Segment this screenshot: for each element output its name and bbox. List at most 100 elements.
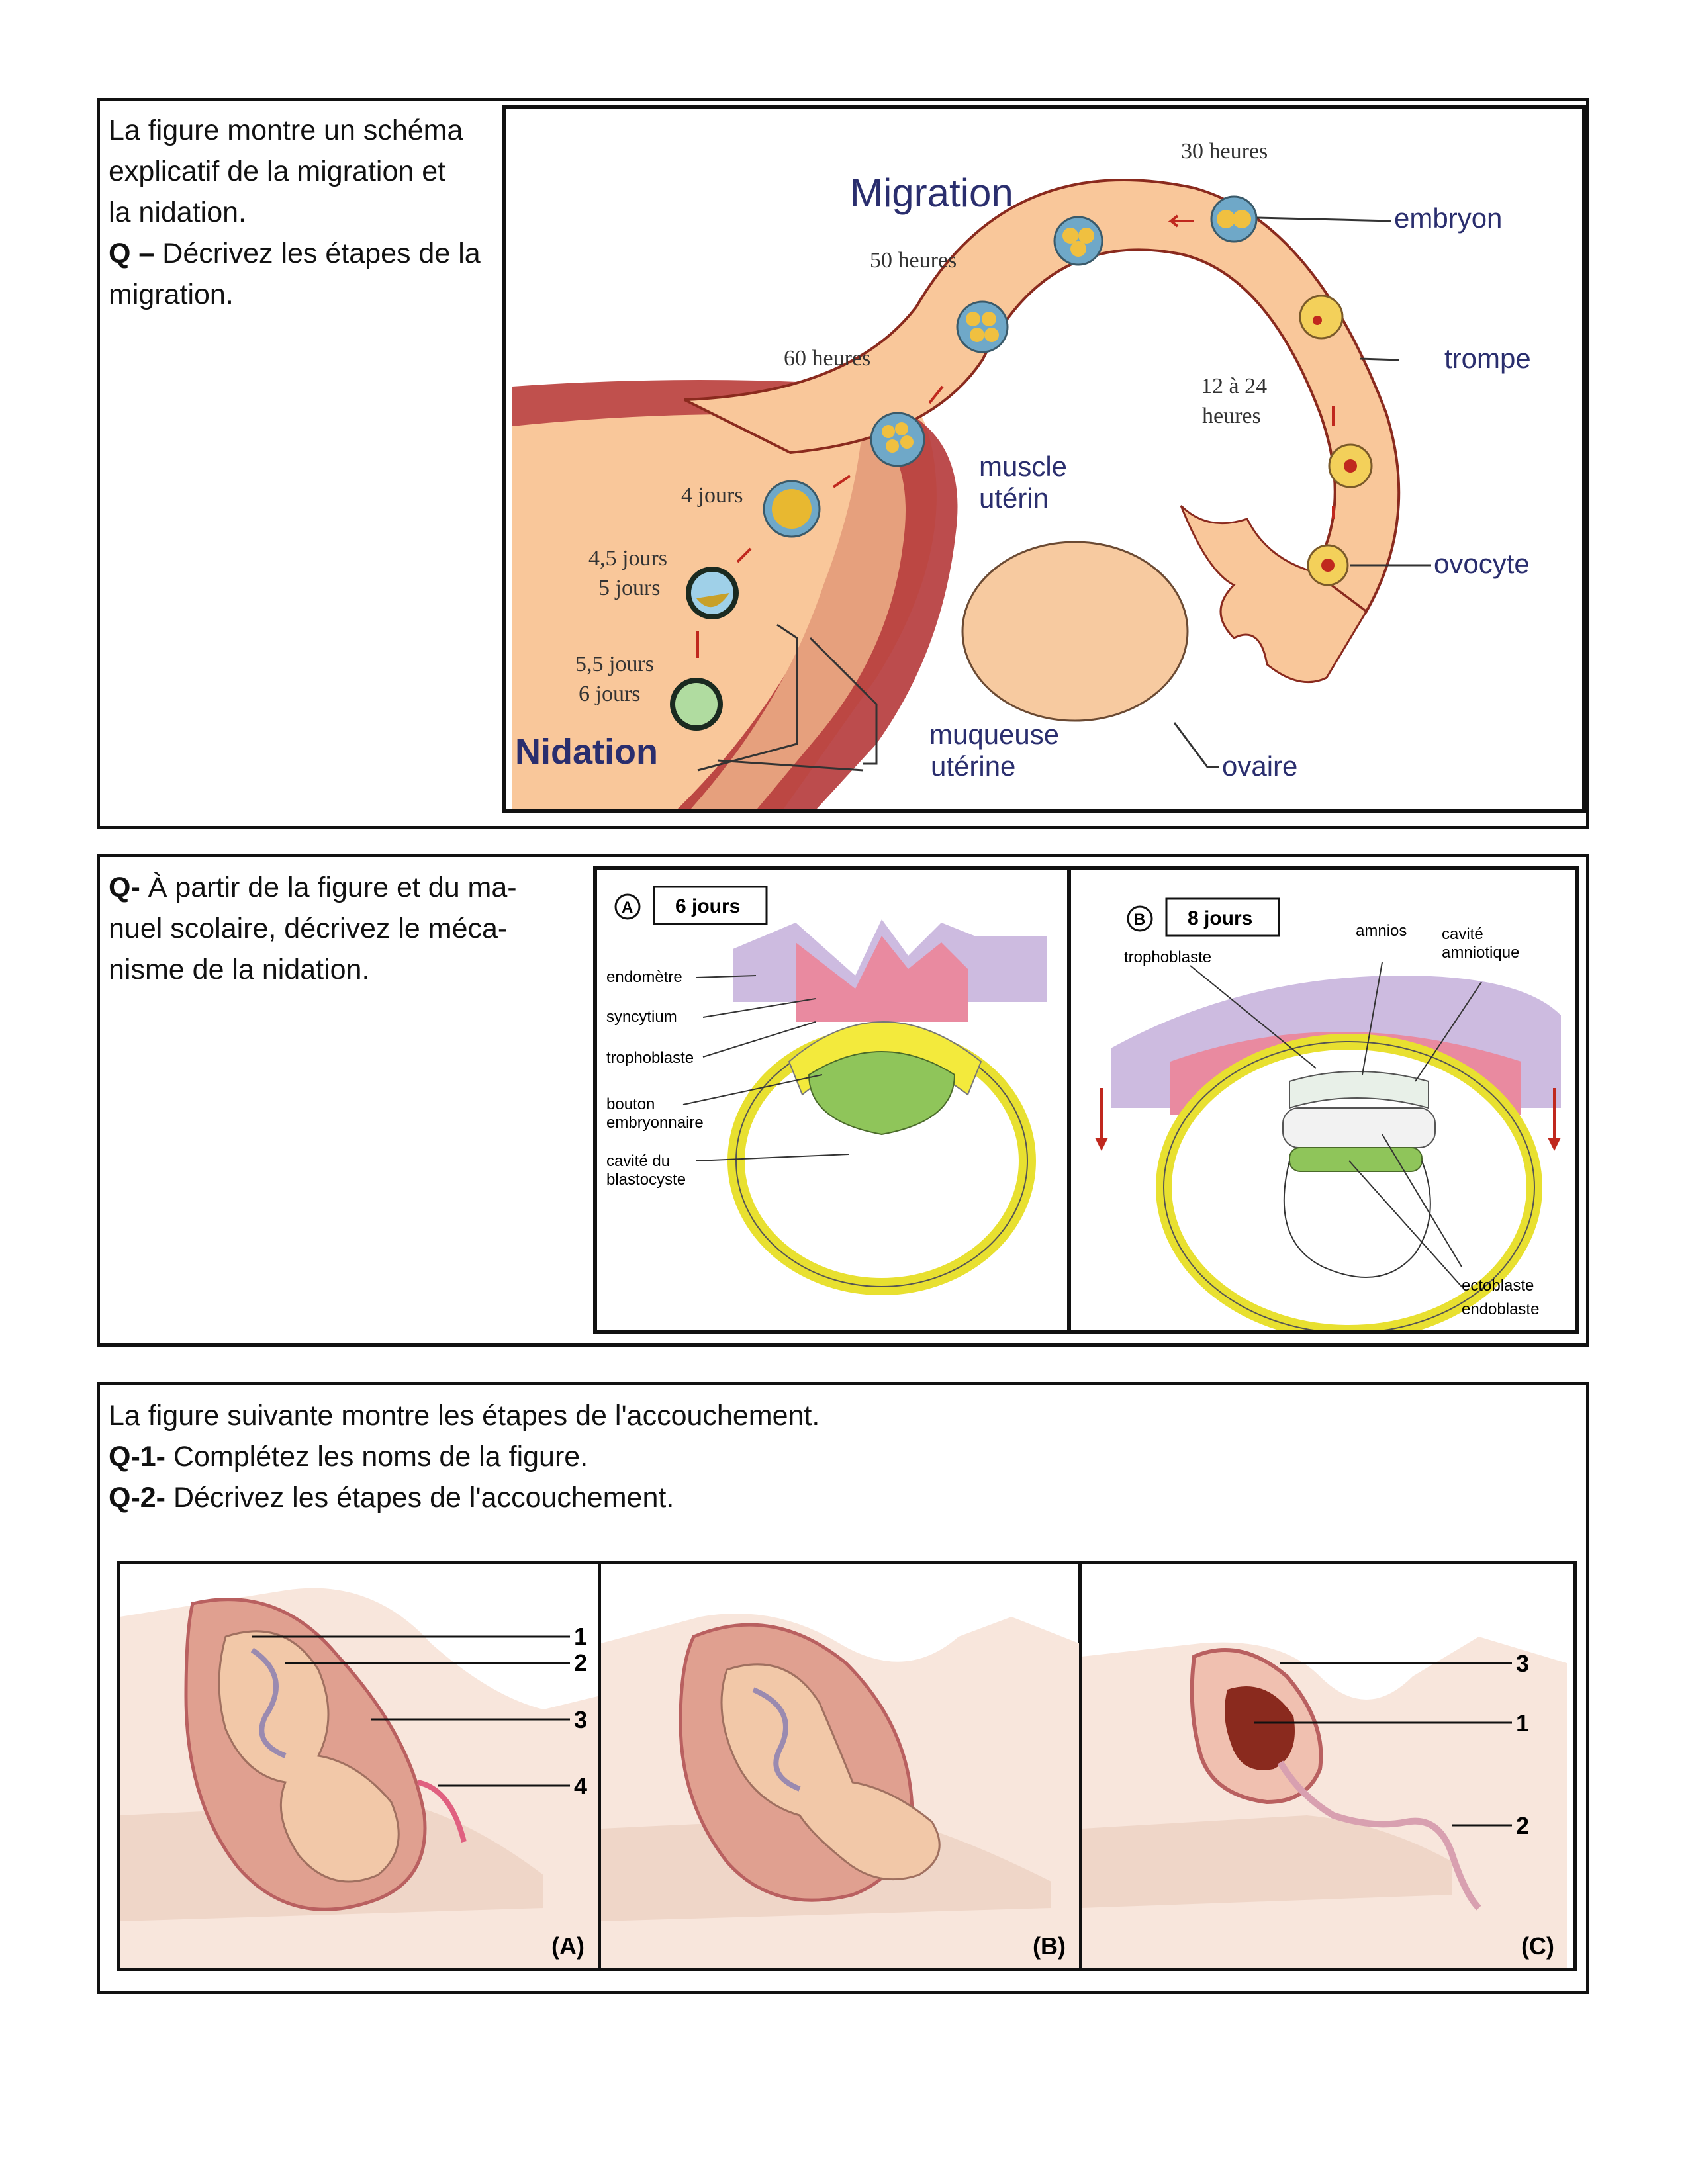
cell-morula-1 <box>870 412 925 467</box>
label-muqueuse-a: muqueuse <box>929 719 1059 750</box>
birth-a-num-3: 3 <box>574 1706 587 1733</box>
panel-b-label-endoblaste: endoblaste <box>1462 1300 1539 1318</box>
label-55ja: 5,5 jours <box>575 652 654 676</box>
q2-label: Q-2- <box>109 1482 165 1514</box>
question-text-2: migration. <box>109 279 234 310</box>
label-leaders <box>697 216 1431 772</box>
label-45jb: 5 jours <box>598 576 661 600</box>
birth-panel-a: 1 2 3 4 (A) <box>120 1588 598 1968</box>
accouchement-q1: Q-1- Complétez les noms de la figure. <box>109 1436 1565 1477</box>
label-4j: 4 jours <box>681 483 743 508</box>
panel-a-diagram: A 6 jours endomètre syncytium trophoblas… <box>606 886 1047 1295</box>
question-text: Décrivez les étapes de la <box>154 238 481 269</box>
section-accouchement <box>97 1382 1589 1994</box>
label-60h: 60 heures <box>784 346 870 371</box>
cell-4-cells <box>1053 216 1103 266</box>
panel-b-letter: B <box>1134 911 1145 929</box>
birth-c-num-2: 2 <box>1516 1812 1529 1839</box>
label-55jb: 6 jours <box>579 682 641 706</box>
question-label: Q – <box>109 238 155 269</box>
birth-b-tag: (B) <box>1033 1933 1066 1960</box>
cord-b <box>752 1687 801 1792</box>
birth-c-leaders <box>1254 1662 1512 1827</box>
cell-8-cells <box>956 300 1009 353</box>
migration-arrows <box>696 214 1335 658</box>
intro-line-1: La figure montre un schéma <box>109 114 463 146</box>
birth-figure: 1 2 3 4 (A) (B) 3 1 2 (C) <box>117 1561 1577 1971</box>
label-50h: 50 heures <box>870 248 957 273</box>
endoblast <box>1289 1147 1423 1172</box>
cell-fertilized <box>1328 443 1373 488</box>
panel-a-label-syncytium: syncytium <box>606 1008 677 1026</box>
birth-a-num-4: 4 <box>574 1772 587 1799</box>
accouchement-intro: La figure suivante montre les étapes de … <box>109 1400 820 1432</box>
fimbriae <box>1180 504 1368 684</box>
cell-blastocyst-1 <box>686 567 739 619</box>
label-embryon: embryon <box>1394 203 1502 234</box>
q1-label: Q-1- <box>109 1441 165 1473</box>
label-nidation: Nidation <box>515 732 658 772</box>
birth-a-tag: (A) <box>551 1933 585 1960</box>
birth-a-num-2: 2 <box>574 1649 587 1676</box>
label-45ja: 4,5 jours <box>588 546 667 570</box>
cell-morula-2 <box>763 480 821 538</box>
panel-divider <box>1067 870 1071 1330</box>
cell-blastocyst-2 <box>670 678 723 731</box>
intro-line-2: explicatif de la migration et <box>109 156 446 187</box>
syncytium <box>796 936 968 1022</box>
migration-diagram: Migration Nidation 30 heures 50 heures 6… <box>512 139 1531 809</box>
birth-panel-b: (B) <box>601 1614 1079 1968</box>
cervix-a <box>417 1780 467 1843</box>
ectoblast <box>1282 1107 1436 1148</box>
cell-ovocyte <box>1307 544 1349 586</box>
panel-b-label-amnios: amnios <box>1356 922 1407 940</box>
panel-b-label-amniotique: amniotique <box>1442 944 1519 962</box>
intro-line-3: la nidation. <box>109 197 246 228</box>
label-12-24b: heures <box>1202 404 1261 428</box>
panel-b-label-trophoblaste: trophoblaste <box>1124 948 1211 966</box>
birth-c-num-3: 3 <box>1516 1650 1529 1677</box>
nidation-question: Q- À partir de la figure et du ma- nuel … <box>109 867 585 990</box>
birth-panel-c: 3 1 2 (C) <box>1082 1637 1567 1968</box>
blastocyst-b-outline <box>1163 1041 1535 1330</box>
panel-a-day: 6 jours <box>675 895 740 917</box>
q1-text: Complétez les noms de la figure. <box>165 1441 588 1473</box>
panel-b-diagram: B 8 jours trophoblaste amnios cavité amn… <box>1095 897 1561 1330</box>
fetus-a <box>218 1630 400 1883</box>
cell-zygote <box>1299 295 1344 340</box>
panel-a-label-endometre: endomètre <box>606 968 682 986</box>
birth-a-leaders <box>252 1635 570 1787</box>
panel-b-label-cavite: cavité <box>1442 925 1483 943</box>
pelvis-c <box>1082 1815 1452 1908</box>
birth-c-num-1: 1 <box>1516 1709 1529 1737</box>
panel-a-label-trophoblaste: trophoblaste <box>606 1049 694 1067</box>
section-migration <box>97 98 1589 829</box>
panel-b-letter-circle <box>1127 905 1153 932</box>
nidation-line-2: nuel scolaire, décrivez le méca- <box>109 913 508 944</box>
panel-b-day-box <box>1165 897 1280 937</box>
panel-a-day-box <box>653 886 768 925</box>
birth-c-tag: (C) <box>1521 1933 1554 1960</box>
nidation-figure: A 6 jours endomètre syncytium trophoblas… <box>593 866 1579 1334</box>
migration-description: La figure montre un schéma explicatif de… <box>109 110 506 315</box>
migration-figure: Migration Nidation 30 heures 50 heures 6… <box>502 105 1586 813</box>
question-migration: Q – Décrivez les étapes de la <box>109 233 506 274</box>
accouchement-text: La figure suivante montre les étapes de … <box>109 1395 1565 1518</box>
label-ovaire: ovaire <box>1222 751 1297 782</box>
nidation-line-1: Q- À partir de la figure et du ma- <box>109 867 585 908</box>
label-12-24a: 12 à 24 <box>1201 374 1267 398</box>
panel-a-leaders <box>682 975 849 1161</box>
ovary <box>961 541 1189 722</box>
cord-c <box>1277 1760 1481 1911</box>
label-muqueuse-b: utérine <box>931 751 1015 782</box>
nidation-line-1-text: À partir de la figure et du ma- <box>140 872 517 903</box>
birth-divider-2 <box>1078 1564 1082 1968</box>
panel-a-label-blastocyste: blastocyste <box>606 1171 686 1189</box>
panel-b-day: 8 jours <box>1188 907 1252 929</box>
birth-divider-1 <box>598 1564 601 1968</box>
uterine-mucosa <box>691 420 906 809</box>
panel-a-label-embryonnaire: embryonnaire <box>606 1114 704 1132</box>
q2-text: Décrivez les étapes de l'accouchement. <box>165 1482 675 1514</box>
panel-b-label-ectoblaste: ectoblaste <box>1462 1277 1534 1295</box>
section-nidation <box>97 854 1589 1347</box>
